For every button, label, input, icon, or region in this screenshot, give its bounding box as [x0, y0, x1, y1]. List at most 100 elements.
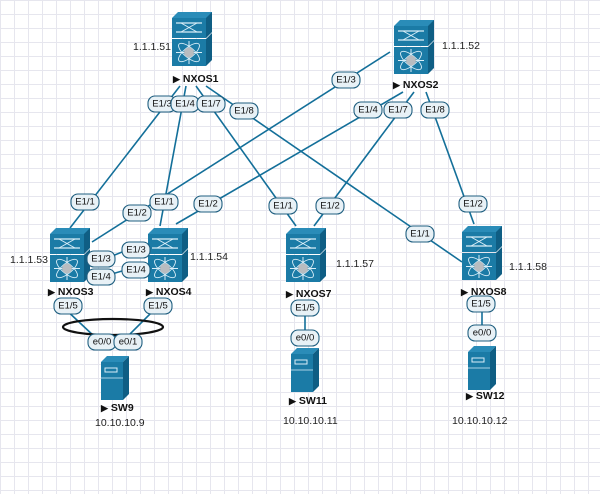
svg-text:E1/2: E1/2: [198, 199, 218, 210]
nexus-switch-icon: [171, 11, 213, 67]
port-badge-nxos2-e1-7[interactable]: E1/7: [383, 101, 413, 119]
svg-text:e0/0: e0/0: [93, 337, 112, 348]
ip-label: 1.1.1.53: [10, 254, 48, 266]
svg-text:E1/5: E1/5: [58, 301, 78, 312]
play-icon: ▶: [465, 391, 474, 401]
nexus-switch-icon: [147, 227, 189, 283]
svg-text:e0/0: e0/0: [473, 328, 492, 339]
port-badge-nxos8-e1-5[interactable]: E1/5: [466, 295, 496, 313]
port-badge-sw11-e0-0[interactable]: e0/0: [290, 329, 320, 347]
svg-text:E1/8: E1/8: [234, 106, 254, 117]
port-badge-nxos7-e1-1[interactable]: E1/1: [268, 197, 298, 215]
ip-label: 1.1.1.52: [442, 40, 480, 52]
svg-text:E1/4: E1/4: [358, 105, 378, 116]
svg-text:E1/1: E1/1: [75, 197, 95, 208]
port-labels-layer: E1/3 E1/4 E1/7 E1/8 E1/3 E1/4 E1/7 E1/8 …: [53, 71, 497, 351]
port-badge-nxos3-e1-2[interactable]: E1/2: [122, 204, 152, 222]
nexus-switch-icon: [285, 227, 327, 283]
svg-text:E1/7: E1/7: [201, 99, 221, 110]
port-badge-sw9-e0-1[interactable]: e0/1: [113, 333, 143, 351]
port-badge-sw9-e0-0[interactable]: e0/0: [87, 333, 117, 351]
svg-text:E1/2: E1/2: [320, 201, 340, 212]
ip-label: 10.10.10.11: [283, 415, 338, 427]
port-badge-nxos3-e1-3[interactable]: E1/3: [86, 250, 116, 268]
play-icon: ▶: [145, 287, 154, 297]
port-badge-nxos3-e1-5[interactable]: E1/5: [53, 297, 83, 315]
server-icon: [100, 355, 130, 401]
port-badge-nxos4-e1-3[interactable]: E1/3: [121, 241, 151, 259]
port-badge-nxos2-e1-3[interactable]: E1/3: [331, 71, 361, 89]
nexus-switch-icon: [49, 227, 91, 283]
port-badge-nxos4-e1-1[interactable]: E1/1: [149, 193, 179, 211]
node-label: ▶NXOS4: [145, 286, 192, 298]
svg-text:E1/7: E1/7: [388, 105, 408, 116]
port-badge-nxos1-e1-8[interactable]: E1/8: [229, 102, 259, 120]
svg-text:E1/1: E1/1: [154, 197, 174, 208]
svg-text:E1/2: E1/2: [127, 208, 147, 219]
port-badge-nxos4-e1-4[interactable]: E1/4: [121, 261, 151, 279]
port-channel-ring: [61, 317, 165, 337]
svg-text:E1/4: E1/4: [126, 265, 146, 276]
node-sw12[interactable]: ▶SW12 10.10.10.12: [452, 345, 508, 427]
svg-text:E1/4: E1/4: [175, 99, 195, 110]
svg-text:E1/5: E1/5: [295, 303, 315, 314]
port-badge-nxos3-e1-1[interactable]: E1/1: [70, 193, 100, 211]
svg-text:E1/4: E1/4: [91, 272, 111, 283]
node-nxos3[interactable]: 1.1.1.53 ▶NXOS3: [10, 227, 94, 298]
node-nxos8[interactable]: 1.1.1.58 ▶NXOS8: [460, 225, 547, 298]
svg-text:E1/3: E1/3: [336, 75, 356, 86]
svg-text:E1/3: E1/3: [152, 99, 172, 110]
play-icon: ▶: [288, 396, 297, 406]
port-badge-nxos2-e1-8[interactable]: E1/8: [420, 101, 450, 119]
server-icon: [467, 345, 497, 391]
port-badge-nxos8-e1-1[interactable]: E1/1: [405, 225, 435, 243]
nexus-switch-icon: [393, 19, 435, 75]
svg-text:E1/5: E1/5: [148, 301, 168, 312]
port-badge-nxos7-e1-5[interactable]: E1/5: [290, 299, 320, 317]
port-badge-nxos1-e1-7[interactable]: E1/7: [196, 95, 226, 113]
svg-text:E1/3: E1/3: [126, 245, 146, 256]
play-icon: ▶: [100, 403, 109, 413]
node-label: ▶SW9: [100, 402, 134, 414]
node-label: ▶SW11: [288, 395, 327, 407]
play-icon: ▶: [47, 287, 56, 297]
nexus-switch-icon: [461, 225, 503, 281]
ip-label: 10.10.10.12: [452, 415, 508, 427]
port-badge-nxos4-e1-5[interactable]: E1/5: [143, 297, 173, 315]
node-label: ▶NXOS2: [392, 79, 439, 91]
port-badge-nxos2-e1-4[interactable]: E1/4: [353, 101, 383, 119]
svg-text:e0/1: e0/1: [119, 337, 138, 348]
node-nxos1[interactable]: 1.1.1.51 ▶NXOS1: [133, 11, 219, 85]
port-badge-nxos1-e1-4[interactable]: E1/4: [170, 95, 200, 113]
node-nxos4[interactable]: 1.1.1.54 ▶NXOS4: [145, 227, 228, 298]
ip-label: 1.1.1.57: [336, 258, 374, 270]
node-label: ▶NXOS1: [172, 73, 219, 85]
node-nxos2[interactable]: 1.1.1.52 ▶NXOS2: [392, 19, 480, 91]
svg-text:E1/1: E1/1: [410, 229, 430, 240]
play-icon: ▶: [392, 80, 401, 90]
node-nxos7[interactable]: 1.1.1.57 ▶NXOS7: [285, 227, 374, 300]
node-label: ▶SW12: [465, 390, 505, 402]
ip-label: 1.1.1.51: [133, 41, 171, 53]
ip-label: 10.10.10.9: [95, 417, 145, 429]
ip-label: 1.1.1.54: [190, 251, 228, 263]
port-badge-nxos3-e1-4[interactable]: E1/4: [86, 268, 116, 286]
port-badge-sw12-e0-0[interactable]: e0/0: [467, 324, 497, 342]
svg-text:e0/0: e0/0: [296, 333, 315, 344]
play-icon: ▶: [460, 287, 469, 297]
ip-label: 1.1.1.58: [509, 261, 547, 273]
port-badge-nxos4-e1-2[interactable]: E1/2: [193, 195, 223, 213]
node-label: ▶NXOS3: [47, 286, 94, 298]
port-badge-nxos7-e1-2[interactable]: E1/2: [315, 197, 345, 215]
play-icon: ▶: [285, 289, 294, 299]
svg-text:E1/2: E1/2: [463, 199, 483, 210]
play-icon: ▶: [172, 74, 181, 84]
node-sw11[interactable]: ▶SW11 10.10.10.11: [283, 347, 338, 427]
svg-text:E1/1: E1/1: [273, 201, 293, 212]
server-icon: [290, 347, 320, 393]
node-sw9[interactable]: ▶SW9 10.10.10.9: [95, 355, 145, 429]
svg-text:E1/5: E1/5: [471, 299, 491, 310]
port-badge-nxos8-e1-2[interactable]: E1/2: [458, 195, 488, 213]
node-label: ▶NXOS7: [285, 288, 332, 300]
